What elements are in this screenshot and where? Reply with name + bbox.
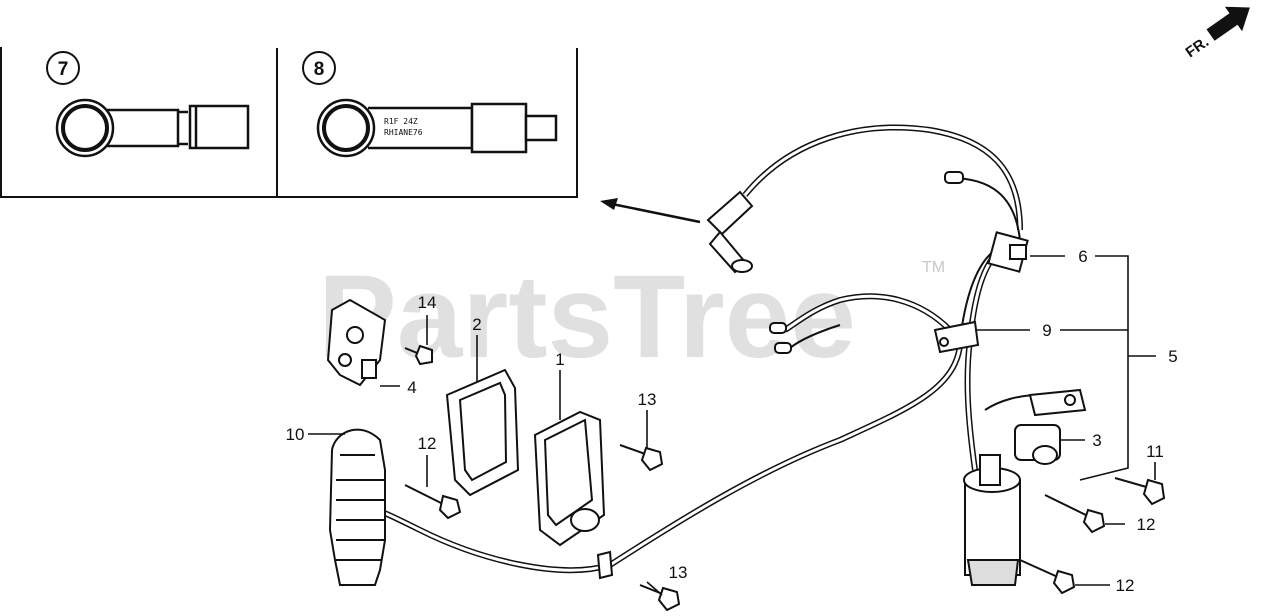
callout-5: 5: [1168, 347, 1177, 366]
callout-9: 9: [1042, 321, 1051, 340]
bolts: [404, 344, 1166, 612]
callout-circle-8: [302, 51, 336, 85]
leader-lines: [308, 255, 1156, 596]
stop-switch-3: [1014, 388, 1087, 465]
bolt-13-upper: [619, 444, 664, 472]
callout-12-left: 12: [418, 434, 437, 453]
callout-labels: 1 2 3 4 5 6 9 10 11 12 12 12 13 13 14: [286, 247, 1178, 595]
bolt-11: [1114, 477, 1166, 506]
bolt-14: [404, 344, 433, 366]
callout-4: 4: [407, 378, 416, 397]
callout-14: 14: [418, 293, 437, 312]
callout-12-lower: 12: [1116, 576, 1135, 595]
front-arrow-icon: [1206, 6, 1250, 41]
callout-2: 2: [472, 315, 481, 334]
ignition-coil-assembly: [963, 454, 1021, 586]
callout-7: 7: [58, 59, 69, 80]
inset-box-7: 7: [46, 51, 250, 158]
inset-panel: [0, 47, 578, 198]
switch-bracket-4: [326, 298, 387, 387]
spark-plug-cap-standard: [55, 98, 250, 158]
cap-text-line1: R1F 24Z: [384, 117, 418, 126]
callout-13-lower: 13: [669, 563, 688, 582]
callout-1: 1: [555, 350, 564, 369]
cap-text-line2: RHIANE76: [384, 128, 423, 137]
watermark: PartsTree: [318, 251, 856, 383]
bolt-12-left: [404, 484, 462, 520]
callout-3: 3: [1092, 431, 1101, 450]
front-direction-indicator: FR.: [1183, 6, 1250, 61]
bolt-12-mid: [1044, 494, 1106, 534]
bolt-12-lower: [1019, 559, 1076, 595]
callout-8: 8: [314, 59, 325, 80]
callout-10: 10: [286, 425, 305, 444]
inset-box-8: 8 R1F 24Z RHIANE76: [302, 51, 558, 158]
watermark-trademark: TM: [922, 259, 945, 276]
callout-13-upper: 13: [638, 390, 657, 409]
bolt-13-lower: [639, 584, 681, 612]
callout-6: 6: [1078, 247, 1087, 266]
charge-coil-10: [328, 428, 386, 586]
inset-pointer-arrow: [600, 198, 701, 224]
cable-clip: [596, 550, 614, 580]
callout-circle-7: [46, 51, 80, 85]
front-label: FR.: [1183, 33, 1213, 61]
lead-terminals: [769, 171, 964, 354]
wire-clamp-9: [933, 320, 980, 354]
callout-12-mid: 12: [1137, 515, 1156, 534]
cover-1: [533, 410, 606, 547]
wire-connector-6: [987, 231, 1029, 273]
gasket-2: [445, 368, 520, 497]
spark-plug-cap-resistor: [316, 98, 558, 158]
inset-frame: [0, 47, 578, 198]
callout-11: 11: [1146, 442, 1164, 461]
spark-plug-cap-part: [706, 190, 754, 274]
